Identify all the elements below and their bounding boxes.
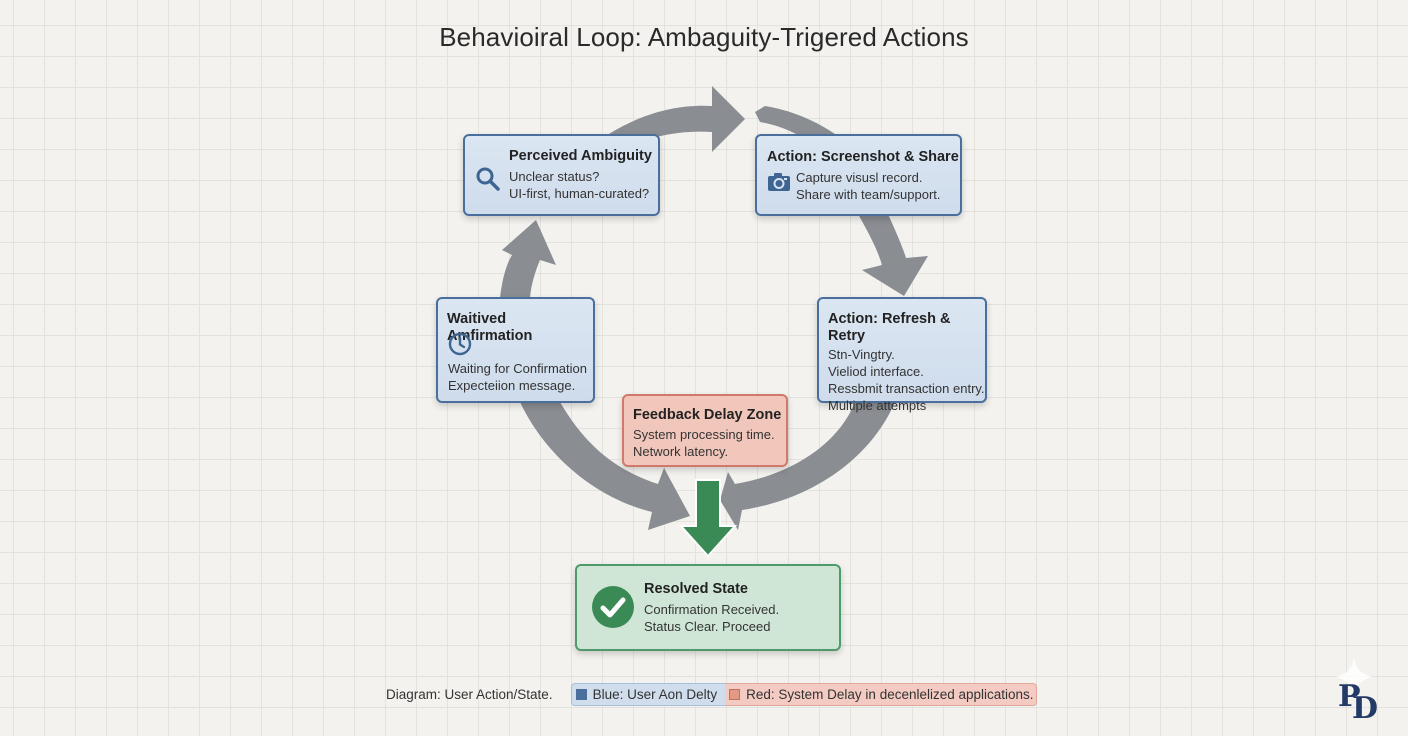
node-line: Share with team/support. bbox=[796, 187, 941, 202]
clock-icon bbox=[448, 332, 472, 356]
node-line: Stn-Vingtry. bbox=[828, 347, 895, 362]
legend-label-blue: Blue: User Aon Delty bbox=[592, 687, 718, 702]
node-line: Ressbmit transaction entry. bbox=[828, 381, 985, 396]
node-line: Waiting for Confirmation bbox=[448, 361, 587, 376]
logo-letter-d: D bbox=[1352, 691, 1379, 726]
node-line: System processing time. bbox=[633, 427, 775, 442]
node-line: Multiple attempts bbox=[828, 398, 927, 413]
legend: Diagram: User Action/State. Blue: User A… bbox=[386, 683, 1037, 706]
node-heading: Action: Screenshot & Share bbox=[767, 149, 959, 165]
node-line: Capture visusl record. bbox=[796, 170, 923, 185]
legend-swatch-blue bbox=[575, 689, 587, 700]
node-line: Unclear status? bbox=[509, 169, 600, 184]
node-line: Network latency. bbox=[633, 444, 729, 459]
legend-swatch-red bbox=[729, 689, 741, 700]
legend-item-red: Red: System Delay in decenlelized applic… bbox=[725, 683, 1037, 706]
node-screenshot-share: Action: Screenshot & Share Capture visus… bbox=[755, 134, 962, 216]
arrow-screenshot-to-refresh bbox=[858, 214, 928, 296]
node-heading: Resolved State bbox=[644, 581, 748, 597]
arrow-waiting-to-resolved bbox=[520, 402, 690, 530]
legend-caption: Diagram: User Action/State. bbox=[386, 687, 553, 702]
node-line: Status Clear. Proceed bbox=[644, 619, 771, 634]
diagram-title: Behavioiral Loop: Ambaguity-Trigered Act… bbox=[439, 22, 969, 52]
node-line: Expecteiion message. bbox=[448, 378, 576, 393]
arrow-screenshot-in bbox=[755, 106, 838, 136]
node-waiting-confirmation: Waitived Amfirmation Waiting for Confirm… bbox=[436, 297, 595, 403]
node-resolved-state: Resolved State Confirmation Received. St… bbox=[575, 564, 841, 651]
node-refresh-retry: Action: Refresh & Retry Stn-Vingtry. Vie… bbox=[817, 297, 987, 413]
sparkle-icon bbox=[1336, 657, 1372, 697]
node-line: UI-first, human-curated? bbox=[509, 186, 650, 201]
arrow-to-resolved-green bbox=[678, 479, 738, 558]
node-perceived-ambiguity: Perceived Ambiguity Unclear status? UI-f… bbox=[463, 134, 660, 216]
node-heading: Feedback Delay Zone bbox=[633, 407, 782, 423]
legend-label-red: Red: System Delay in decenlelized applic… bbox=[746, 687, 1034, 702]
logo-letter-p: P bbox=[1338, 679, 1361, 714]
camera-icon bbox=[768, 173, 790, 191]
node-heading: Perceived Ambiguity bbox=[509, 148, 652, 164]
node-line: Confirmation Received. bbox=[644, 602, 780, 617]
brand-logo: P D bbox=[1332, 655, 1392, 726]
arrow-waiting-to-perceived bbox=[500, 220, 556, 298]
node-line: Vieliod interface. bbox=[828, 364, 924, 379]
search-icon bbox=[476, 167, 500, 191]
check-circle-icon bbox=[592, 586, 634, 628]
legend-item-blue: Blue: User Aon Delty bbox=[570, 683, 726, 706]
arrow-refresh-to-resolved bbox=[720, 402, 895, 530]
node-feedback-delay: Feedback Delay Zone System processing ti… bbox=[622, 394, 788, 467]
node-heading: Action: Refresh & Retry bbox=[828, 311, 951, 344]
